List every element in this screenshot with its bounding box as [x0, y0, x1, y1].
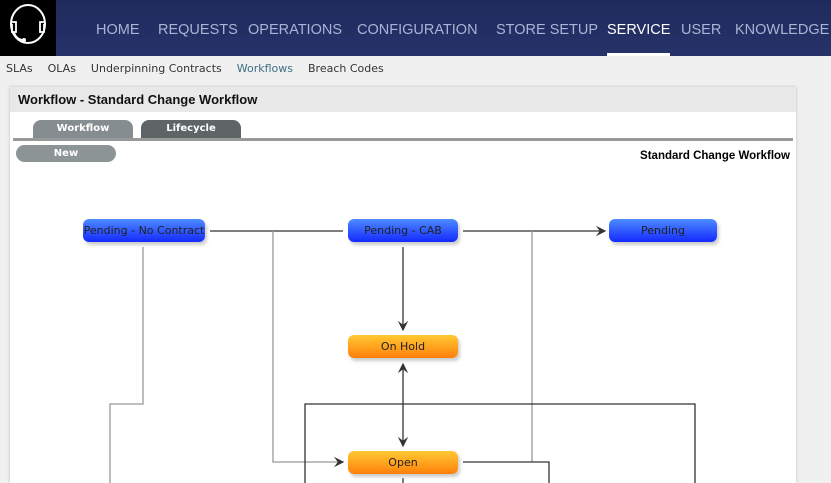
top-bar: HOME REQUESTS OPERATIONS CONFIGURATION S… [0, 0, 831, 56]
nav-configuration[interactable]: CONFIGURATION [357, 22, 478, 38]
headset-logo-icon[interactable] [0, 0, 56, 56]
nav-operations[interactable]: OPERATIONS [248, 22, 342, 38]
workflow-name: Standard Change Workflow [640, 150, 790, 162]
state-pending[interactable]: Pending [609, 219, 717, 242]
nav-service[interactable]: SERVICE [607, 0, 671, 56]
nav-user[interactable]: USER [681, 22, 722, 38]
subnav-breach-codes[interactable]: Breach Codes [308, 62, 384, 75]
nav-knowledge[interactable]: KNOWLEDGE [735, 22, 830, 38]
tab-divider [13, 138, 793, 141]
new-button[interactable]: New [16, 145, 116, 162]
nav-requests[interactable]: REQUESTS [158, 22, 238, 38]
transition-line [109, 247, 144, 483]
transition-line [304, 403, 696, 483]
transition-line [463, 461, 550, 483]
state-open[interactable]: Open [348, 451, 458, 474]
tab-workflow[interactable]: Workflow [33, 120, 133, 138]
subnav-slas[interactable]: SLAs [6, 62, 33, 75]
subnav-olas[interactable]: OLAs [47, 62, 76, 75]
nav-store-setup[interactable]: STORE SETUP [496, 22, 599, 38]
subnav-workflows[interactable]: Workflows [236, 62, 294, 75]
sub-nav: SLAs OLAs Underpinning Contracts Workflo… [0, 56, 831, 81]
tab-lifecycle[interactable]: Lifecycle [141, 120, 241, 138]
state-pending-no-contract[interactable]: Pending - No Contract [83, 219, 205, 242]
transition-line [272, 231, 345, 468]
main-nav: HOME REQUESTS OPERATIONS CONFIGURATION S… [0, 0, 831, 56]
subnav-underpinning-contracts[interactable]: Underpinning Contracts [90, 62, 222, 75]
nav-home[interactable]: HOME [96, 22, 140, 38]
state-on-hold[interactable]: On Hold [348, 335, 458, 358]
panel-title: Workflow - Standard Change Workflow [10, 87, 796, 112]
state-pending-cab[interactable]: Pending - CAB [348, 219, 458, 242]
